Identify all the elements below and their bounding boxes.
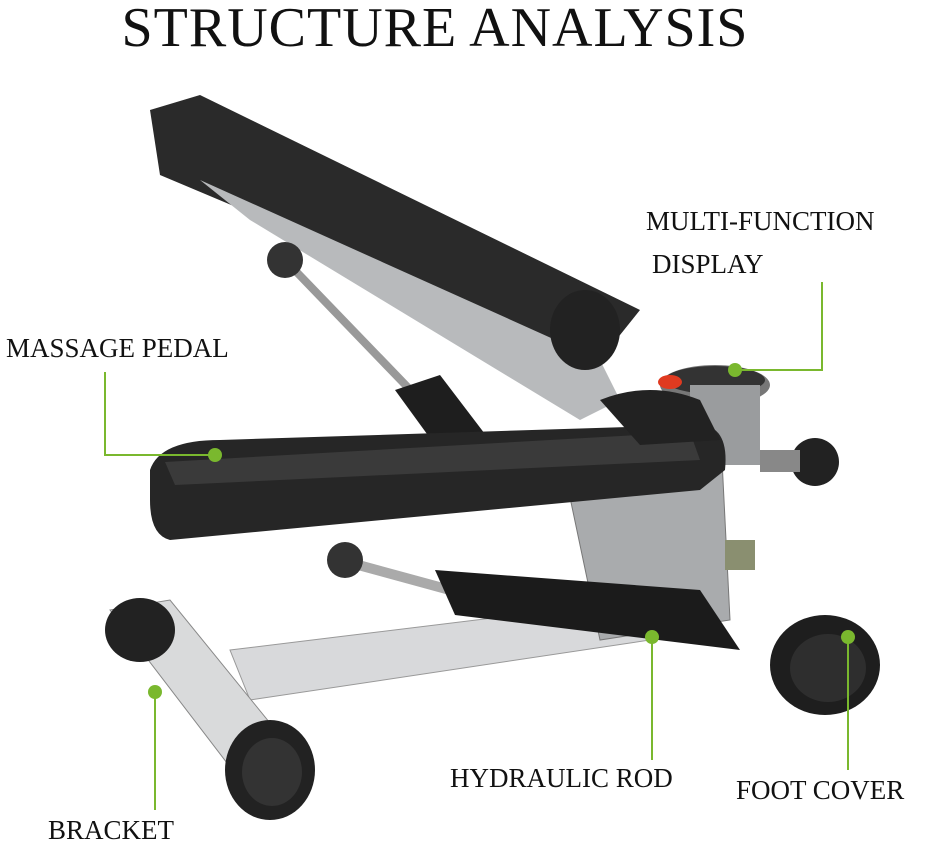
label-massage-pedal: MASSAGE PEDAL: [6, 333, 229, 363]
label-hydraulic-rod: HYDRAULIC ROD: [450, 763, 673, 793]
massage-pedal-callout-line: [104, 372, 215, 456]
bracket: [105, 598, 315, 820]
hydraulic-rod-callout-dot: [645, 630, 659, 644]
bracket-callout-dot: [148, 685, 162, 699]
foot-cover: [770, 615, 880, 715]
rear-pedal: [150, 95, 640, 360]
hydraulic-rod: [327, 540, 755, 650]
page-title: STRUCTURE ANALYSIS: [121, 0, 749, 59]
label-bracket: BRACKET: [48, 815, 175, 845]
massage-pedal-callout-dot: [208, 448, 222, 462]
display-callout-dot: [728, 363, 742, 377]
massage-pedal: [150, 390, 726, 540]
display-callout-line: [735, 282, 823, 371]
label-display: DISPLAY: [652, 249, 764, 279]
label-multi-function: MULTI-FUNCTION: [646, 206, 875, 236]
foot-cover-callout-dot: [841, 630, 855, 644]
label-foot-cover: FOOT COVER: [736, 775, 905, 805]
